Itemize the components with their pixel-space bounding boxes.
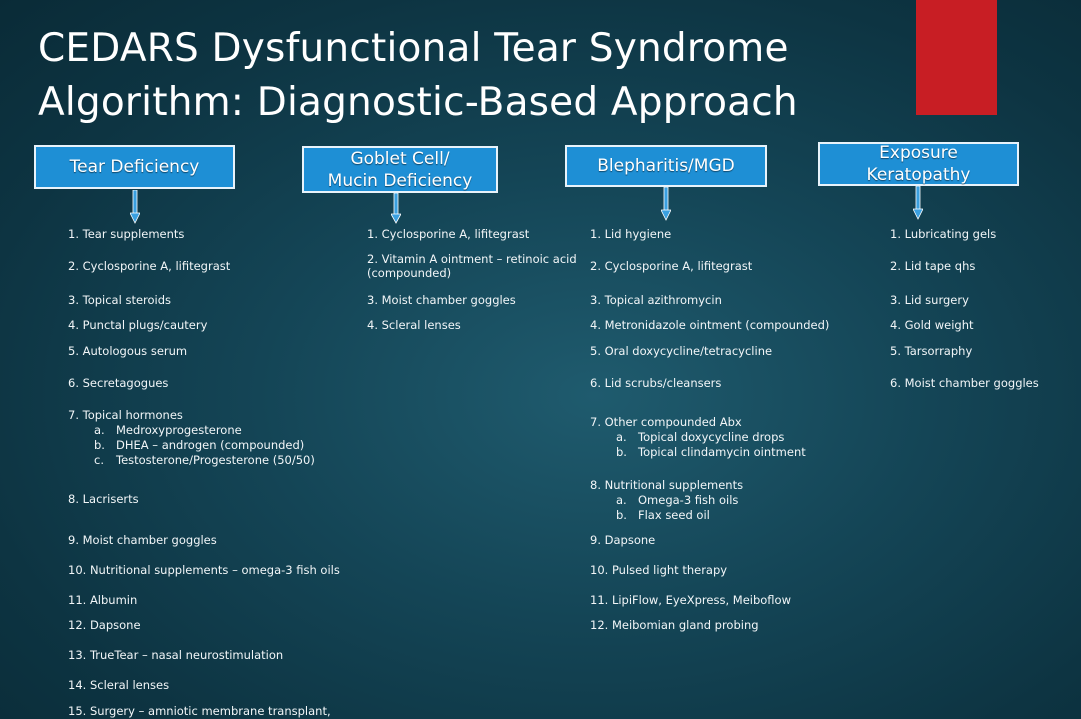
list-item: 10. Pulsed light therapy <box>590 563 728 577</box>
sub-list-item: a. Omega-3 fish oils <box>590 493 738 508</box>
sub-text: Flax seed oil <box>638 508 710 522</box>
list-item: 2. Cyclosporine A, lifitegrast <box>68 259 231 273</box>
list-item: 7. Topical hormones <box>68 408 183 422</box>
down-arrow-icon <box>661 187 671 221</box>
sub-text: Medroxyprogesterone <box>116 423 242 437</box>
sub-text: Omega-3 fish oils <box>638 493 739 507</box>
header-label-line2: Mucin Deficiency <box>327 170 473 191</box>
list-item: 14. Scleral lenses <box>68 678 170 692</box>
header-label-line1: Exposure <box>879 143 958 163</box>
header-goblet-cell: Goblet Cell/ Mucin Deficiency <box>302 146 498 193</box>
header-label-line2: Keratopathy <box>866 165 971 185</box>
list-item: 15. Surgery – amniotic membrane transpla… <box>68 704 331 718</box>
list-item: 7. Other compounded Abx <box>590 415 742 429</box>
sub-letter: c. <box>94 453 104 467</box>
list-item: 3. Moist chamber goggles <box>367 293 516 307</box>
list-item: 4. Gold weight <box>890 318 974 332</box>
list-item: 5. Oral doxycycline/tetracycline <box>590 344 773 358</box>
title-line-2: Algorithm: Diagnostic-Based Approach <box>38 80 798 125</box>
header-label: Tear Deficiency <box>69 157 200 177</box>
list-item: 5. Tarsorraphy <box>890 344 973 358</box>
list-item: 4. Metronidazole ointment (compounded) <box>590 318 830 332</box>
sub-text: Testosterone/Progesterone (50/50) <box>116 453 315 467</box>
header-exposure-keratopathy: Exposure Keratopathy <box>818 142 1019 186</box>
list-item: 3. Topical azithromycin <box>590 293 722 307</box>
sub-list-item: b. Topical clindamycin ointment <box>590 445 806 460</box>
list-item: 4. Scleral lenses <box>367 318 461 332</box>
sub-letter: b. <box>616 445 627 459</box>
list-item: 12. Meibomian gland probing <box>590 618 759 632</box>
sub-text: Topical clindamycin ointment <box>638 445 806 459</box>
list-item: 8. Nutritional supplements <box>590 478 744 492</box>
list-item: 12. Dapsone <box>68 618 141 632</box>
sub-list-item: c. Testosterone/Progesterone (50/50) <box>68 453 315 468</box>
list-item: 8. Lacriserts <box>68 492 139 506</box>
header-blepharitis: Blepharitis/MGD <box>565 145 767 187</box>
list-item: 10. Nutritional supplements – omega-3 fi… <box>68 563 340 577</box>
sub-list-item: b. DHEA – androgen (compounded) <box>68 438 304 453</box>
list-item: 6. Secretagogues <box>68 376 169 390</box>
list-item: 9. Dapsone <box>590 533 656 547</box>
red-accent-block <box>916 0 997 115</box>
sub-text: Topical doxycycline drops <box>638 430 785 444</box>
down-arrow-icon <box>913 186 923 220</box>
sub-text: DHEA – androgen (compounded) <box>116 438 305 452</box>
list-item: 6. Moist chamber goggles <box>890 376 1039 390</box>
list-item: 1. Lid hygiene <box>590 227 672 241</box>
page-title: CEDARS Dysfunctional Tear Syndrome Algor… <box>38 22 798 130</box>
list-item: 3. Lid surgery <box>890 293 969 307</box>
sub-letter: a. <box>94 423 105 437</box>
list-item: 13. TrueTear – nasal neurostimulation <box>68 648 284 662</box>
list-item: 9. Moist chamber goggles <box>68 533 217 547</box>
list-item: 11. LipiFlow, EyeXpress, Meiboflow <box>590 593 791 607</box>
header-tear-deficiency: Tear Deficiency <box>34 145 235 189</box>
down-arrow-icon <box>130 190 140 224</box>
list-item: 5. Autologous serum <box>68 344 188 358</box>
list-item: 1. Tear supplements <box>68 227 185 241</box>
list-item: (compounded) <box>367 266 452 280</box>
list-item: 3. Topical steroids <box>68 293 172 307</box>
header-label: Blepharitis/MGD <box>597 156 735 176</box>
list-item: 6. Lid scrubs/cleansers <box>590 376 722 390</box>
down-arrow-icon <box>391 193 401 224</box>
sub-list-item: a. Topical doxycycline drops <box>590 430 784 445</box>
list-item: 2. Cyclosporine A, lifitegrast <box>590 259 753 273</box>
sub-letter: b. <box>616 508 627 522</box>
sub-letter: a. <box>616 430 627 444</box>
sub-list-item: a. Medroxyprogesterone <box>68 423 242 438</box>
list-item: 11. Albumin <box>68 593 138 607</box>
header-label-line1: Goblet Cell/ <box>350 148 450 169</box>
sub-letter: a. <box>616 493 627 507</box>
list-item: 2. Vitamin A ointment – retinoic acid <box>367 252 577 266</box>
list-item: 2. Lid tape qhs <box>890 259 976 273</box>
title-line-1: CEDARS Dysfunctional Tear Syndrome <box>38 26 789 71</box>
list-item: 1. Cyclosporine A, lifitegrast <box>367 227 530 241</box>
sub-letter: b. <box>94 438 105 452</box>
sub-list-item: b. Flax seed oil <box>590 508 710 523</box>
list-item: 1. Lubricating gels <box>890 227 997 241</box>
list-item: 4. Punctal plugs/cautery <box>68 318 208 332</box>
